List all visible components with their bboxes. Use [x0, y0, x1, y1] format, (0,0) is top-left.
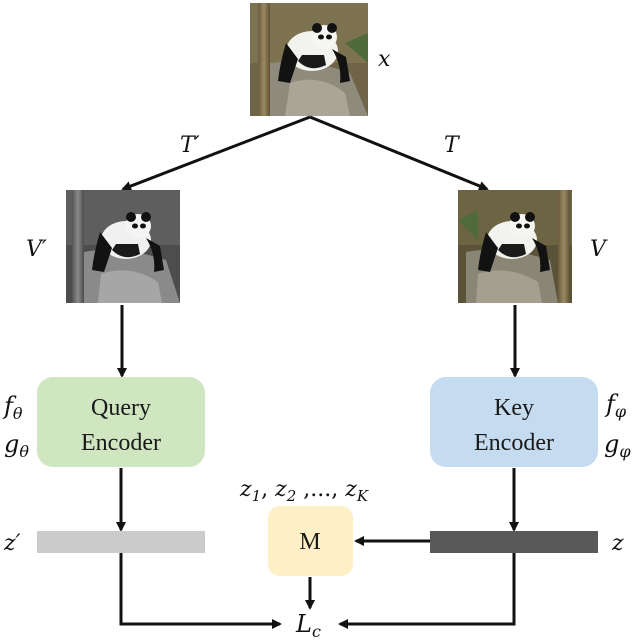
query-param-g: gθ: [4, 430, 29, 461]
view-left-label: V′: [26, 237, 47, 262]
key-encoder-line2: Encoder: [474, 430, 554, 456]
transform-right-arrow: [309, 115, 489, 191]
key-to-loss-path: [338, 553, 516, 629]
key-param-f: fφ: [604, 390, 627, 421]
view-right-image: [458, 190, 572, 303]
view-left-image: [66, 190, 180, 303]
query-to-loss-path: [119, 553, 282, 629]
view-right-label: V: [590, 237, 608, 262]
key-encoder-line1: Key: [494, 395, 534, 421]
transform-right-label: T: [444, 133, 461, 158]
key-embedding-label: z: [611, 531, 624, 556]
query-encoder-box: [37, 377, 205, 467]
key-encoder-box: [430, 377, 598, 467]
query-encoder-line2: Encoder: [81, 430, 161, 456]
memory-queue-label: z1, z2 ,..., zK: [239, 477, 369, 505]
input-image: [250, 3, 368, 116]
query-embedding-label: z′: [3, 531, 21, 556]
loss-label: Lc: [295, 610, 321, 641]
key-embedding-bar: [430, 531, 598, 553]
key-param-g: gφ: [604, 430, 631, 461]
query-embedding-bar: [37, 531, 205, 553]
query-encoder-line1: Query: [91, 395, 151, 421]
input-label: x: [378, 47, 391, 72]
memory-label: M: [299, 529, 320, 555]
transform-left-arrow: [121, 115, 311, 191]
transform-left-label: T′: [180, 133, 200, 158]
query-param-f: fθ: [2, 392, 23, 423]
memory-box: [268, 506, 353, 576]
